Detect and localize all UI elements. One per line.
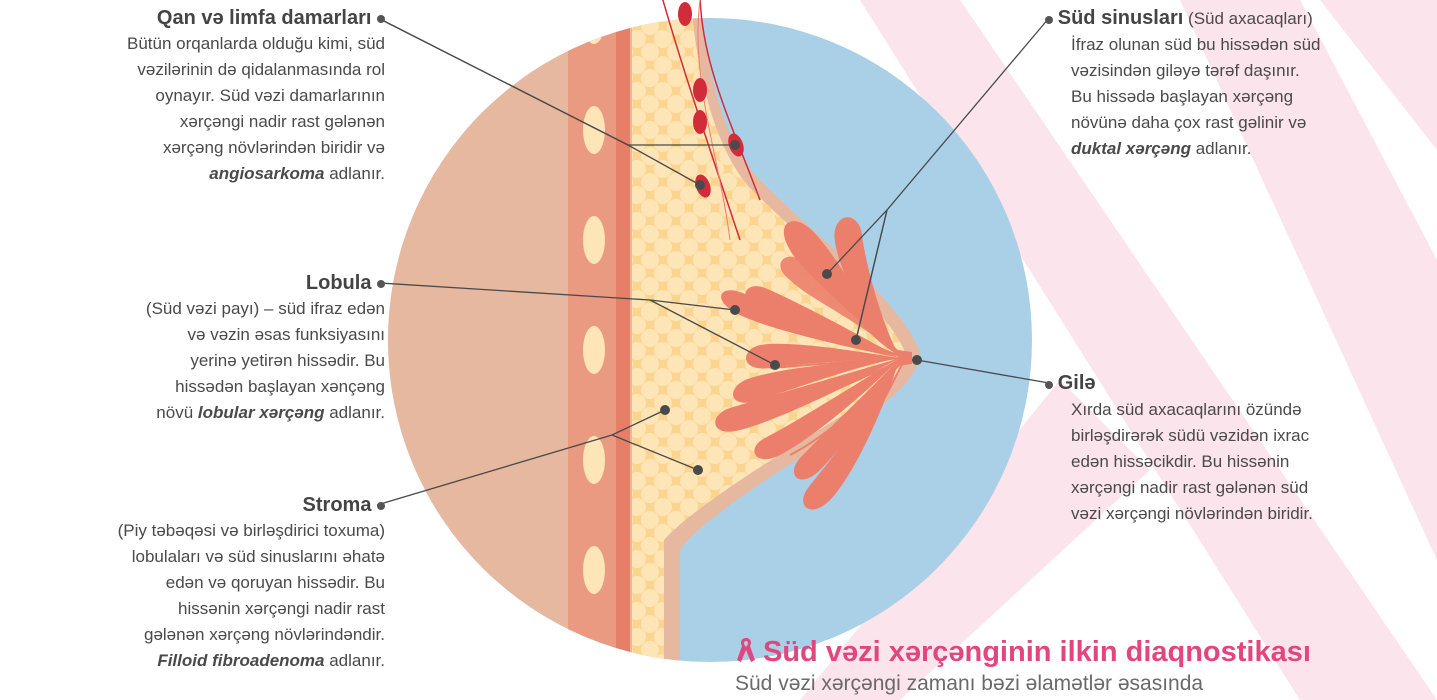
stroma-line5: gələnən xərçəng növlərindəndir. <box>0 622 385 648</box>
sinuses-dot-icon <box>1045 16 1053 24</box>
vessels-last-line: angiosarkoma adlanır. <box>0 161 385 187</box>
section-next-line: Süd vəzi xərçəngi zamanı bəzi əlamətlər … <box>735 672 1203 696</box>
lobule-last-line: növü lobular xərçəng adlanır. <box>0 400 385 426</box>
stroma-term: Filloid fibroadenoma <box>157 651 324 670</box>
stroma-callout: Stroma (Piy təbəqəsi və birləşdirici tox… <box>0 492 385 674</box>
lobule-title: Lobula <box>0 270 385 296</box>
lobule-dot-icon <box>377 280 385 288</box>
vessels-line5: xərçəng növlərindən biridir və <box>0 135 385 161</box>
stroma-line4: hissənin xərçəngi nadir rast <box>0 596 385 622</box>
stroma-last-line: Filloid fibroadenoma adlanır. <box>0 648 385 674</box>
sinuses-last-line: duktal xərçəng adlanır. <box>1071 136 1435 162</box>
nipple-shape <box>898 350 912 366</box>
sinuses-title-row: Süd sinusları (Süd axacaqları) <box>1045 5 1435 32</box>
sinuses-term: duktal xərçəng <box>1071 139 1191 158</box>
lobule-line2: və vəzin əsas funksiyasını <box>0 322 385 348</box>
nipple-line3: edən hissəcikdir. Bu hissənin <box>1071 449 1435 475</box>
section-heading-text: Süd vəzi xərçənginin ilkin diaqnostikası <box>763 636 1311 668</box>
nipple-line1: Xırda süd axacaqlarını özündə <box>1071 397 1435 423</box>
lobule-line1: (Süd vəzi payı) – süd ifraz edən <box>0 296 385 322</box>
sinuses-line2: vəzisindən giləyə tərəf daşınır. <box>1071 58 1435 84</box>
nipple-title: Gilə <box>1058 372 1096 394</box>
nipple-line5: vəzi xərçəngi növlərindən biridir. <box>1071 501 1435 527</box>
lobule-line4: hissədən başlayan xənçəng <box>0 374 385 400</box>
nipple-line2: birləşdirərək südü vəzidən ixrac <box>1071 423 1435 449</box>
nipple-title-row: Gilə <box>1045 370 1435 397</box>
sinuses-title: Süd sinusları <box>1058 7 1184 29</box>
vessels-term: angiosarkoma <box>209 164 324 183</box>
ribbon-icon <box>735 636 757 664</box>
vessels-title: Qan və limfa damarları <box>0 5 385 31</box>
sinuses-line4: növünə daha çox rast gəlinir və <box>1071 110 1435 136</box>
lobule-callout: Lobula (Süd vəzi payı) – süd ifraz edən … <box>0 270 385 426</box>
section-heading: Süd vəzi xərçənginin ilkin diaqnostikası <box>735 636 1311 669</box>
nipple-body: Xırda süd axacaqlarını özündə birləşdirə… <box>1045 397 1435 527</box>
sinuses-subtitle: (Süd axacaqları) <box>1183 9 1312 28</box>
stroma-line3: edən və qoruyan hissədir. Bu <box>0 570 385 596</box>
nipple-dot-icon <box>1045 381 1053 389</box>
stroma-line2: lobulaları və süd sinuslarını əhatə <box>0 544 385 570</box>
vessels-callout: Qan və limfa damarları Bütün orqanlarda … <box>0 5 385 187</box>
vessels-dot-icon <box>377 15 385 23</box>
vessels-line3: oynayır. Süd vəzi damarlarının <box>0 83 385 109</box>
sinuses-callout: Süd sinusları (Süd axacaqları) İfraz olu… <box>1045 5 1435 162</box>
sinuses-line3: Bu hissədə başlayan xərçəng <box>1071 84 1435 110</box>
stroma-dot-icon <box>377 502 385 510</box>
vessels-line1: Bütün orqanlarda olduğu kimi, süd <box>0 31 385 57</box>
stroma-title: Stroma <box>0 492 385 518</box>
nipple-line4: xərçəngi nadir rast gələnən süd <box>1071 475 1435 501</box>
vessels-line2: vəzilərinin də qidalanmasında rol <box>0 57 385 83</box>
stroma-line1: (Piy təbəqəsi və birləşdirici toxuma) <box>0 518 385 544</box>
nipple-callout: Gilə Xırda süd axacaqlarını özündə birlə… <box>1045 370 1435 527</box>
lobule-term: lobular xərçəng <box>198 403 325 422</box>
vessels-line4: xərçəngi nadir rast gələnən <box>0 109 385 135</box>
sinuses-line1: İfraz olunan süd bu hissədən süd <box>1071 32 1435 58</box>
lobule-line3: yerinə yetirən hissədir. Bu <box>0 348 385 374</box>
sinuses-body: İfraz olunan süd bu hissədən süd vəzisin… <box>1045 32 1435 162</box>
